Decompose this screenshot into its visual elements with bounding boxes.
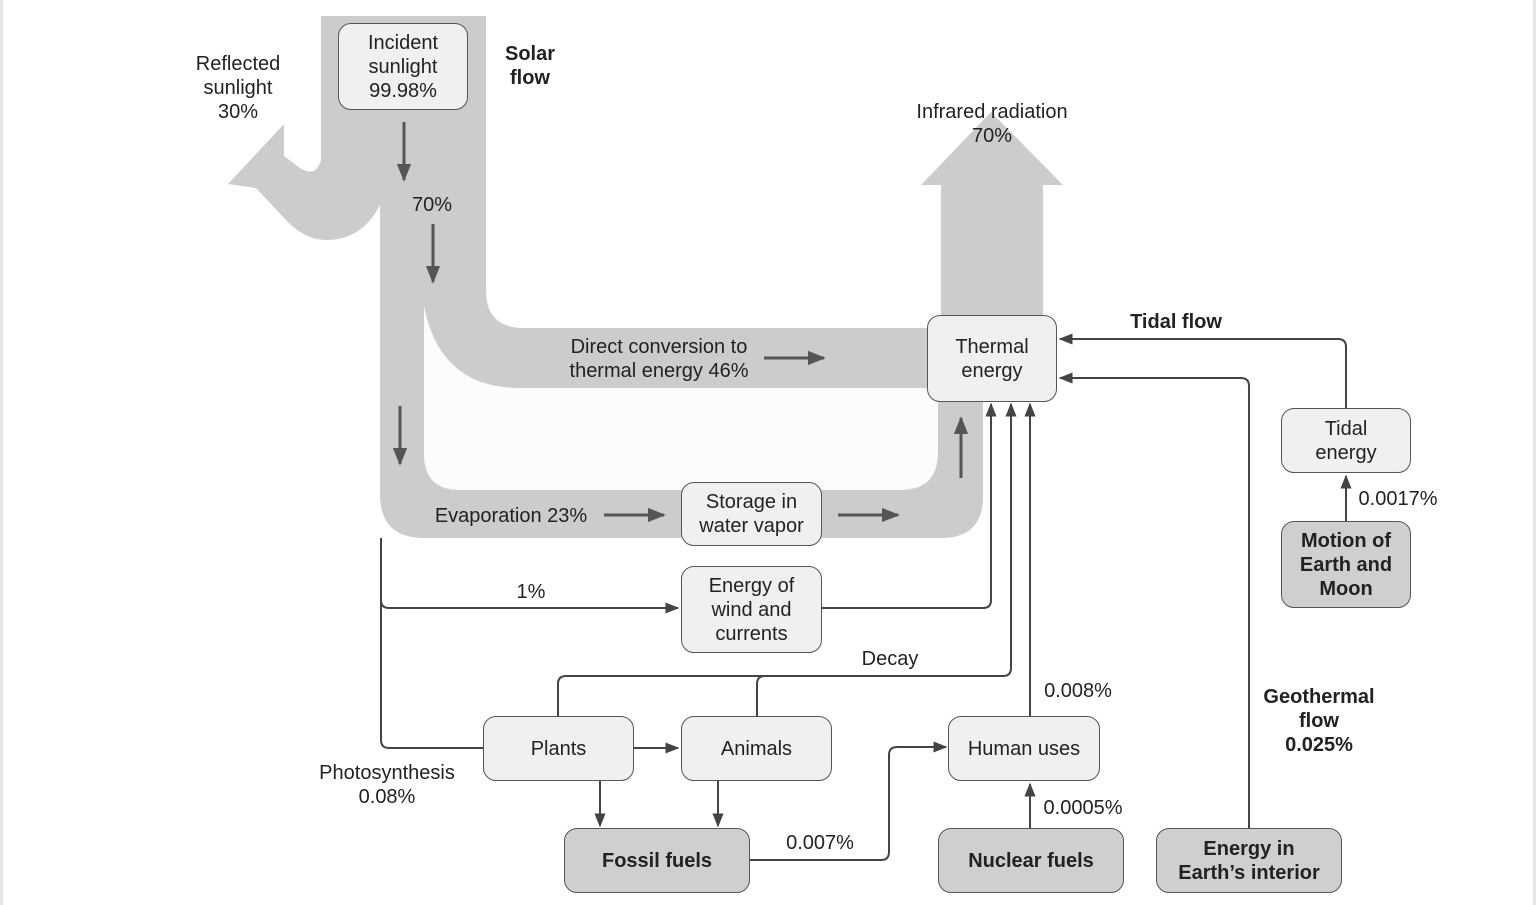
solar-flow-label: Solar flow xyxy=(504,43,556,89)
tidal-percent-label: 0.0017% xyxy=(1358,488,1438,510)
line-tidal-flow xyxy=(1058,333,1347,408)
line-geothermal xyxy=(1058,372,1250,828)
fossil-percent-label: 0.007% xyxy=(786,832,854,854)
line-animals-decay xyxy=(756,675,766,716)
tidal-energy-box: Tidal energy xyxy=(1281,408,1411,473)
band-gap xyxy=(424,306,938,490)
right-border xyxy=(1533,0,1536,905)
wind-currents-box: Energy of wind and currents xyxy=(681,566,822,653)
human-uses-box: Human uses xyxy=(948,716,1100,781)
thermal-energy-box: Thermal energy xyxy=(927,315,1057,402)
infrared-radiation-label: Infrared radiation 70% xyxy=(916,101,1068,147)
seventy-percent-label: 70% xyxy=(411,194,453,216)
photosynthesis-label: Photosynthesis 0.08% xyxy=(319,762,455,808)
reflected-sunlight-label: Reflected sunlight 30% xyxy=(195,53,281,123)
line-fossil-to-human xyxy=(750,741,948,861)
nuclear-fuels-box: Nuclear fuels xyxy=(938,828,1124,893)
one-percent-label: 1% xyxy=(516,581,546,603)
fossil-fuels-box: Fossil fuels xyxy=(564,828,750,893)
geothermal-flow-label: Geothermal flow 0.025% xyxy=(1263,686,1375,756)
nuclear-percent-label: 0.0005% xyxy=(1043,797,1123,819)
earth-interior-box: Energy in Earth’s interior xyxy=(1156,828,1342,893)
human-thermal-percent-label: 0.008% xyxy=(1044,680,1112,702)
direct-conversion-label: Direct conversion to thermal energy 46% xyxy=(569,336,749,382)
tidal-flow-label: Tidal flow xyxy=(1130,311,1222,333)
left-border xyxy=(0,0,3,905)
storage-water-vapor-box: Storage in water vapor xyxy=(681,482,822,546)
line-wind-to-thermal xyxy=(822,402,997,609)
motion-earth-moon-box: Motion of Earth and Moon xyxy=(1281,521,1411,608)
line-plants-decay xyxy=(557,402,1017,716)
line-photosynthesis xyxy=(380,600,484,749)
plants-box: Plants xyxy=(483,716,634,781)
decay-label: Decay xyxy=(861,648,919,670)
incident-sunlight-box: Incident sunlight 99.98% xyxy=(338,23,468,110)
evaporation-label: Evaporation 23% xyxy=(434,505,588,527)
animals-box: Animals xyxy=(681,716,832,781)
